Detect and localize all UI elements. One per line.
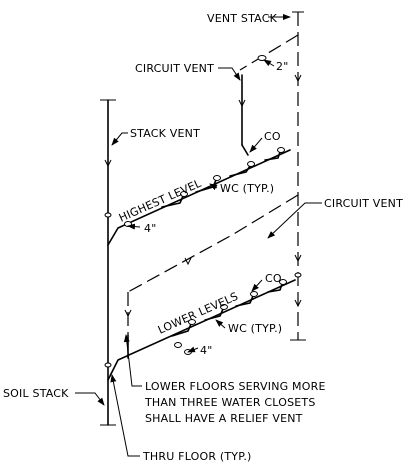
middle-circuit-vent <box>124 194 299 335</box>
cleanout-lower-label: CO <box>265 272 282 285</box>
circuit-vent-top-label: CIRCUIT VENT <box>135 62 214 75</box>
upper-circuit-vent <box>238 34 299 146</box>
thru-floor-label: THRU FLOOR (TYP.) <box>142 450 252 463</box>
relief-vent-note-line2: THAN THREE WATER CLOSETS <box>144 396 316 409</box>
stack-vent-label: STACK VENT <box>130 127 200 140</box>
pipe-size-4in-lower-label: 4" <box>200 344 212 357</box>
wc-typ-upper-label: WC (TYP.) <box>220 182 274 195</box>
relief-vent-note-line1: LOWER FLOORS SERVING MORE <box>145 380 326 393</box>
pipe-size-4in-upper-label: 4" <box>144 222 156 235</box>
circuit-vent-mid-label: CIRCUIT VENT <box>324 197 403 210</box>
pipe-size-2in-label: 2" <box>276 60 288 73</box>
wc-typ-lower-label: WC (TYP.) <box>228 322 282 335</box>
highest-level-label: HIGHEST LEVEL <box>117 176 204 224</box>
cleanout-upper-label: CO <box>264 130 281 143</box>
vent-stack-label: VENT STACK <box>207 12 278 25</box>
relief-vent-note-line3: SHALL HAVE A RELIEF VENT <box>145 412 303 425</box>
vent-stack-pipe <box>290 11 306 341</box>
leader-lines <box>75 14 322 457</box>
soil-stack-pipe <box>100 99 116 426</box>
highest-level-branch <box>107 144 291 246</box>
soil-stack-label: SOIL STACK <box>3 387 69 400</box>
